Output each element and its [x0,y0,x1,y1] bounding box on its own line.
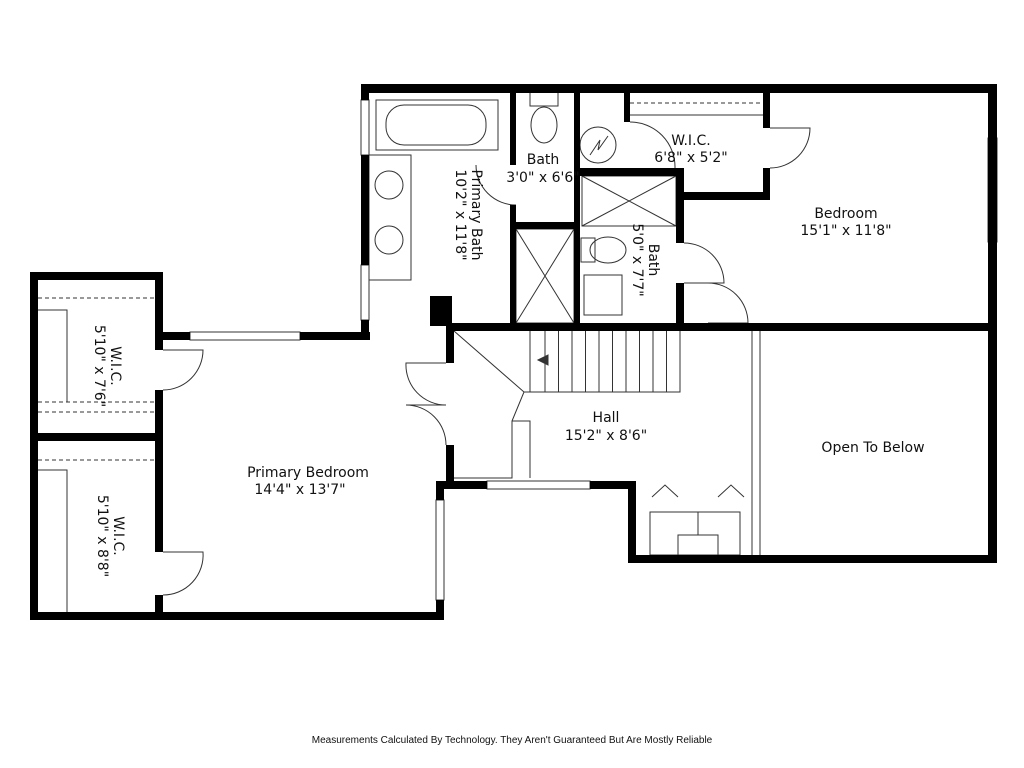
room-size: 10'2" x 11'8" [452,169,468,260]
wall [300,332,370,340]
toilet [530,106,558,144]
door [707,282,749,324]
wall [436,600,444,620]
window [435,499,445,601]
window [486,480,591,490]
room-name: W.I.C. [110,516,126,556]
room-size: 6'8" x 5'2" [654,150,727,166]
door [769,127,811,169]
window [360,99,370,156]
wall [361,84,997,93]
wall [436,481,487,489]
door [629,121,676,169]
wall [30,272,163,280]
wall [155,272,163,350]
wall [590,481,636,489]
wall [30,433,163,441]
room-name: W.I.C. [671,133,711,149]
window [189,331,301,341]
walls [30,84,997,620]
door [405,404,447,446]
wall [763,168,770,200]
wall [763,92,770,128]
room-name: Bath [645,244,661,277]
wall [624,92,630,122]
room-name: Bath [527,152,560,168]
door [405,362,447,406]
bathtub [375,99,499,151]
room-name: Bedroom [814,206,877,222]
hall-closet-shelf [649,511,741,556]
wall [628,481,636,563]
wall [988,84,997,563]
wall [155,332,190,340]
room-size: 5'0" x 7'7" [629,223,645,296]
bifold-door [651,484,745,498]
door [162,551,204,596]
wall [510,205,516,323]
toilet-tank [580,237,596,263]
door [162,349,204,391]
wall [510,222,580,229]
wall [510,92,516,165]
bathtub-basin [385,104,487,146]
disclaimer: Measurements Calculated By Technology. T… [311,735,713,746]
wall [628,555,997,563]
room-name: Primary Bath [468,169,484,260]
wall [446,323,454,363]
room-size: 5'10" x 8'8" [94,495,110,577]
wall [361,84,369,100]
toilet [589,236,627,264]
sink [374,170,404,200]
wall [436,481,444,500]
room-name: Open To Below [821,440,924,456]
door [683,242,725,284]
sink [583,274,623,316]
staircase [453,330,681,479]
wall [676,283,684,323]
wall [30,612,444,620]
window [360,264,370,321]
room-size: 3'0" x 6'6" [506,170,579,186]
room-name: Hall [593,410,620,426]
wall [155,595,163,620]
wall [446,323,988,331]
room-labels: Primary Bath 10'2" x 11'8" Bath 3'0" x 6… [91,133,925,577]
toilet-tank [529,91,559,107]
room-name: W.I.C. [107,346,123,386]
double-vanity [368,154,412,281]
wall [155,390,163,552]
room-size: 14'4" x 13'7" [254,482,345,498]
wall [430,296,452,326]
wall [361,155,369,265]
wall [574,92,580,325]
wall [30,272,38,620]
wall [361,320,369,340]
wall [446,445,454,481]
wall [676,168,684,243]
wall [684,192,770,200]
room-size: 15'2" x 8'6" [565,428,647,444]
sink [374,225,404,255]
room-size: 5'10" x 7'6" [91,325,107,407]
door [475,164,517,206]
wall [580,168,684,176]
water-heater [579,126,617,164]
room-name: Primary Bedroom [247,465,369,481]
room-size: 15'1" x 11'8" [800,223,891,239]
